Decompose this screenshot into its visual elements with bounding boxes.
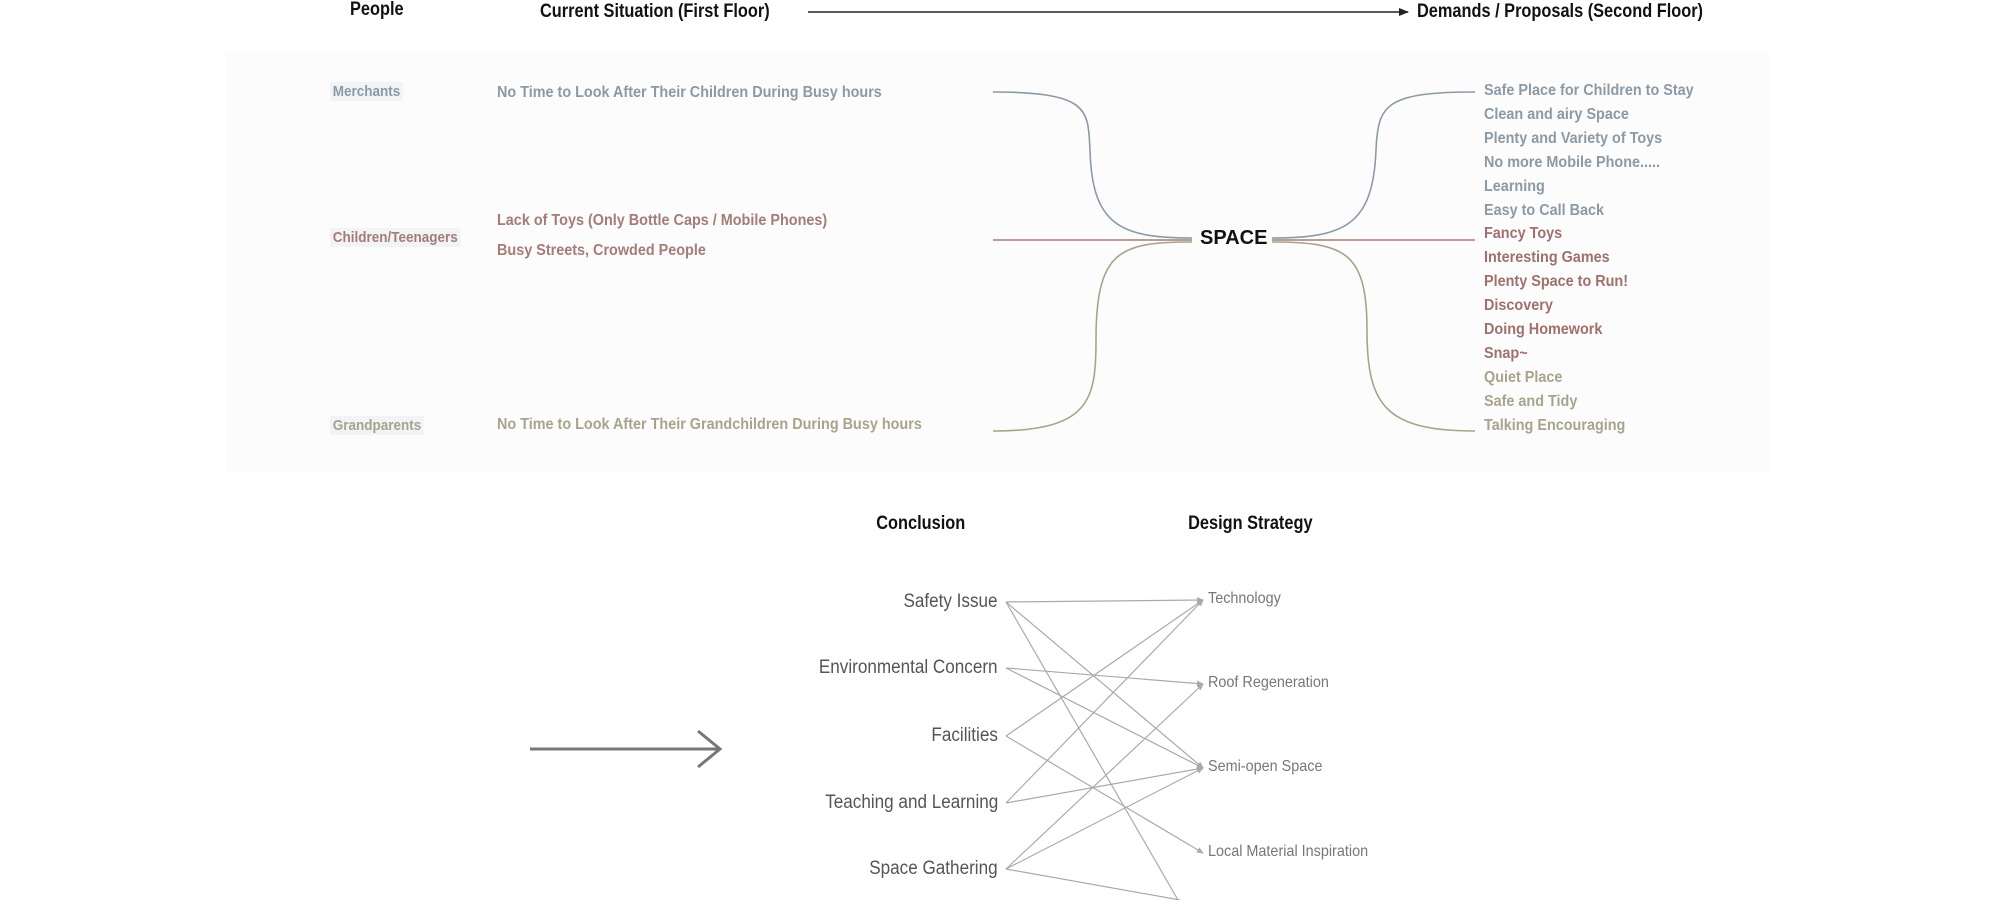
conclusion-item-safety-issue: Safety Issue [903, 591, 998, 612]
branch-merchants-right [1271, 91, 1476, 239]
demand-item-easy-to-call-back: Easy to Call Back [1484, 201, 1605, 219]
center-node: SPACE [1200, 227, 1268, 249]
strategy-item-local-material-inspiration: Local Material Inspiration [1208, 843, 1369, 860]
demand-item-discovery: Discovery [1484, 297, 1553, 315]
strategy-item-semi-open-space: Semi-open Space [1208, 758, 1323, 775]
situation-grandparents: No Time to Look After Their Grandchildre… [497, 416, 922, 433]
strategy-item-roof-regeneration: Roof Regeneration [1208, 674, 1329, 691]
demands-header: Demands / Proposals (Second Floor) [1417, 1, 1704, 22]
link-teaching-and-learning-to-semi-open-space [1005, 766, 1204, 804]
demand-item-doing-homework: Doing Homework [1484, 321, 1603, 338]
people-tag-merchants: Merchants [330, 82, 403, 101]
demand-item-no-more-mobile-phone: No more Mobile Phone..... [1484, 153, 1661, 171]
link-safety-issue-to-semi-open-space [1005, 601, 1204, 769]
mind-map-panel [225, 52, 1770, 472]
demand-item-interesting-games: Interesting Games [1484, 249, 1610, 267]
flow-arrow-icon [530, 729, 723, 769]
demand-item-quiet-place: Quiet Place [1484, 368, 1563, 386]
link-teaching-and-learning-to-technology [1005, 599, 1204, 804]
link-environmental-concern-to-semi-open-space [1005, 667, 1204, 769]
demand-item-safe-place-for-children-to-stay: Safe Place for Children to Stay [1484, 82, 1694, 99]
link-facilities-to-technology [1005, 599, 1204, 737]
link-space-gathering-to-offscreen [1005, 868, 1181, 900]
conclusion-header: Conclusion [875, 513, 965, 534]
demand-item-plenty-space-to-run: Plenty Space to Run! [1484, 273, 1629, 291]
demand-item-snap: Snap~ [1484, 344, 1528, 362]
branch-grandparents-right [1271, 241, 1476, 432]
current-situation-header: Current Situation (First Floor) [540, 1, 770, 22]
conclusion-item-facilities: Facilities [931, 725, 998, 746]
situation-merchants: No Time to Look After Their Children Dur… [497, 84, 882, 101]
demand-item-talking-encouraging: Talking Encouraging [1484, 416, 1626, 434]
strategy-item-technology: Technology [1208, 590, 1281, 607]
link-safety-issue-to-offscreen [1005, 601, 1179, 900]
design-strategy-header: Design Strategy [1187, 513, 1313, 534]
people-tag-grandparents: Grandparents [330, 416, 424, 435]
demand-item-fancy-toys: Fancy Toys [1484, 225, 1563, 243]
demand-item-clean-and-airy-space: Clean and airy Space [1484, 105, 1629, 123]
conclusion-item-space-gathering: Space Gathering [869, 858, 998, 879]
link-facilities-to-local-material-inspiration [1005, 735, 1204, 854]
situation-children-streets: Busy Streets, Crowded People [497, 242, 706, 259]
conclusion-item-environmental-concern: Environmental Concern [819, 657, 998, 678]
people-header: People [350, 0, 404, 20]
conclusion-item-teaching-and-learning: Teaching and Learning [824, 792, 998, 813]
link-safety-issue-to-technology [1005, 597, 1204, 604]
link-space-gathering-to-semi-open-space [1005, 767, 1204, 870]
demand-item-learning: Learning [1484, 177, 1545, 195]
demand-item-safe-and-tidy: Safe and Tidy [1484, 392, 1578, 410]
branch-grandparents-left [992, 241, 1193, 432]
situation-children-toys: Lack of Toys (Only Bottle Caps / Mobile … [497, 212, 828, 229]
link-environmental-concern-to-roof-regeneration [1005, 667, 1204, 687]
demand-item-plenty-and-variety-of-toys: Plenty and Variety of Toys [1484, 129, 1663, 147]
link-space-gathering-to-roof-regeneration [1005, 683, 1204, 870]
people-tag-children: Children/Teenagers [330, 228, 461, 247]
branch-merchants-left [992, 91, 1193, 239]
